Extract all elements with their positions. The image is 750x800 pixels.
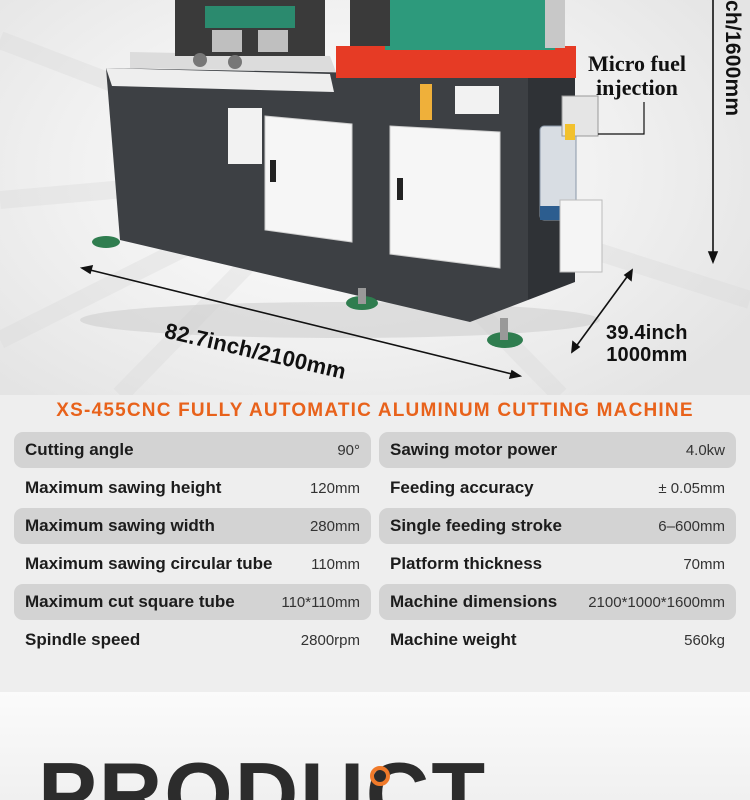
- spec-value: 2100*1000*1600mm: [588, 593, 725, 611]
- spec-row: Maximum cut square tube 110*110mm Machin…: [14, 584, 736, 622]
- product-heading: PRODUCT: [38, 744, 488, 800]
- spec-label: Maximum cut square tube: [25, 592, 235, 611]
- height-dimension-label: ch/1600mm: [721, 0, 744, 117]
- spec-cell-right: Single feeding stroke 6–600mm: [379, 508, 736, 544]
- depth-dimension-mm: 1000mm: [606, 344, 688, 366]
- spec-label: Maximum sawing width: [25, 516, 215, 535]
- spec-label: Maximum sawing circular tube: [25, 554, 273, 573]
- spec-row: Cutting angle 90° Sawing motor power 4.0…: [14, 432, 736, 470]
- ring-icon: [370, 766, 390, 786]
- spec-cell-right: Machine dimensions 2100*1000*1600mm: [379, 584, 736, 620]
- spec-label: Sawing motor power: [390, 440, 558, 459]
- spec-value: 110*110mm: [281, 593, 360, 611]
- spec-value: 2800rpm: [300, 631, 360, 649]
- depth-dimension-inch: 39.4inch: [606, 322, 688, 344]
- micro-fuel-injection-callout: Micro fuel injection: [588, 52, 686, 100]
- spec-value: ± 0.05mm: [658, 479, 725, 497]
- spec-cell-left: Maximum cut square tube 110*110mm: [14, 584, 371, 620]
- spec-label: Platform thickness: [390, 554, 543, 573]
- spec-row: Maximum sawing circular tube 110mm Platf…: [14, 546, 736, 584]
- spec-row: Maximum sawing height 120mm Feeding accu…: [14, 470, 736, 508]
- spec-value: 120mm: [309, 479, 360, 497]
- spec-label: Spindle speed: [25, 630, 141, 649]
- spec-cell-right: Platform thickness 70mm: [379, 546, 736, 582]
- spec-row: Maximum sawing width 280mm Single feedin…: [14, 508, 736, 546]
- callout-line-2: injection: [596, 75, 678, 100]
- spec-label: Machine dimensions: [390, 592, 558, 611]
- spec-label: Feeding accuracy: [390, 478, 534, 497]
- machine-illustration: [0, 0, 750, 395]
- specs-title: XS-455CNC FULLY AUTOMATIC ALUMINUM CUTTI…: [56, 400, 694, 421]
- depth-dimension-label: 39.4inch 1000mm: [606, 322, 688, 366]
- spec-cell-left: Spindle speed 2800rpm: [14, 622, 371, 658]
- spec-label: Cutting angle: [25, 440, 134, 459]
- spec-label: Machine weight: [390, 630, 517, 649]
- spec-value: 110mm: [311, 555, 360, 573]
- product-banner: PRODUCT: [0, 692, 750, 800]
- machine-hero: 82.7inch/2100mm 39.4inch 1000mm ch/1600m…: [0, 0, 750, 395]
- spec-label: Maximum sawing height: [25, 478, 222, 497]
- spec-cell-right: Machine weight 560kg: [379, 622, 736, 658]
- spec-cell-left: Maximum sawing width 280mm: [14, 508, 371, 544]
- spec-row: Spindle speed 2800rpm Machine weight 560…: [14, 622, 736, 660]
- spec-cell-right: Feeding accuracy ± 0.05mm: [379, 470, 736, 506]
- spec-label: Single feeding stroke: [390, 516, 562, 535]
- spec-cell-left: Maximum sawing circular tube 110mm: [14, 546, 371, 582]
- spec-cell-right: Sawing motor power 4.0kw: [379, 432, 736, 468]
- spec-value: 280mm: [309, 517, 360, 535]
- spec-cell-left: Cutting angle 90°: [14, 432, 371, 468]
- spec-value: 90°: [337, 441, 360, 459]
- spec-value: 560kg: [684, 631, 725, 649]
- callout-line-1: Micro fuel: [588, 51, 686, 76]
- spec-value: 70mm: [683, 555, 725, 573]
- spec-value: 6–600mm: [658, 517, 725, 535]
- specs-table: Cutting angle 90° Sawing motor power 4.0…: [14, 432, 736, 660]
- spec-cell-left: Maximum sawing height 120mm: [14, 470, 371, 506]
- spec-value: 4.0kw: [685, 441, 725, 459]
